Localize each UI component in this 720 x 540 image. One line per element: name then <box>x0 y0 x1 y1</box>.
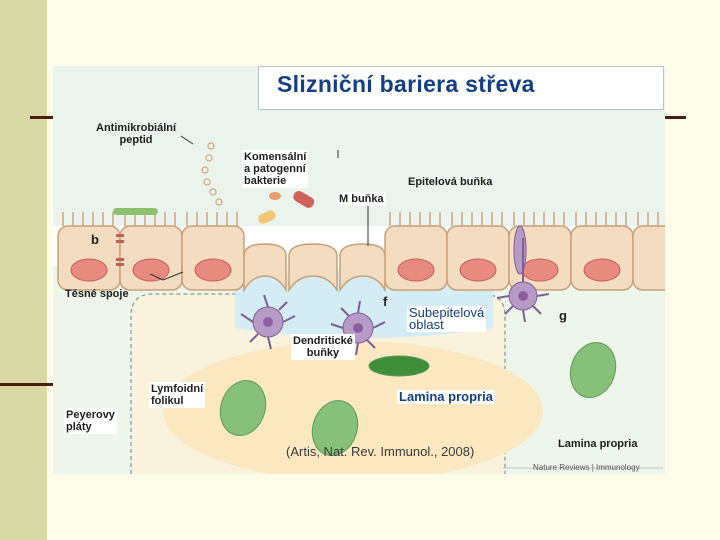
m-cell-label: M buňka <box>337 192 386 206</box>
peyer-patches-label: Peyerovy pláty <box>64 408 117 434</box>
citation: (Artis, Nat. Rev. Immunol., 2008) <box>286 444 474 459</box>
journal-credit: Nature Reviews | Immunology <box>533 463 640 472</box>
letter-b: b <box>91 232 99 247</box>
divider-line-bottom <box>0 383 53 386</box>
lamina-propria-label-blue: Lamina propria <box>397 390 495 404</box>
slide-title: Slizniční bariera střeva <box>277 71 535 98</box>
lamina-propria-label-black: Lamina propria <box>558 438 637 450</box>
letter-g: g <box>559 308 567 323</box>
commensal-bacteria-label: Komensální a patogenní bakterie <box>242 150 308 188</box>
antimicrobial-peptide-label: Antimikrobiální peptid <box>96 122 176 146</box>
tight-junctions-label: Těsné spoje <box>65 288 129 300</box>
dendritic-cells-label: Dendritické buňky <box>291 334 355 360</box>
goblet-cell <box>514 226 526 274</box>
epithelial-cell-label: Epitelová buňka <box>408 176 492 188</box>
title-box: Slizniční bariera střeva <box>258 66 664 110</box>
letter-f: f <box>383 294 387 309</box>
subepithelial-area-label: Subepitelová oblast <box>407 306 486 332</box>
lymphoid-follicle-label: Lymfoidní folikul <box>149 382 205 408</box>
mucosal-barrier-figure: Antimikrobiální peptid Komensální a pato… <box>53 66 665 474</box>
divider-line-right <box>664 116 686 119</box>
slide-sidebar <box>0 0 47 540</box>
